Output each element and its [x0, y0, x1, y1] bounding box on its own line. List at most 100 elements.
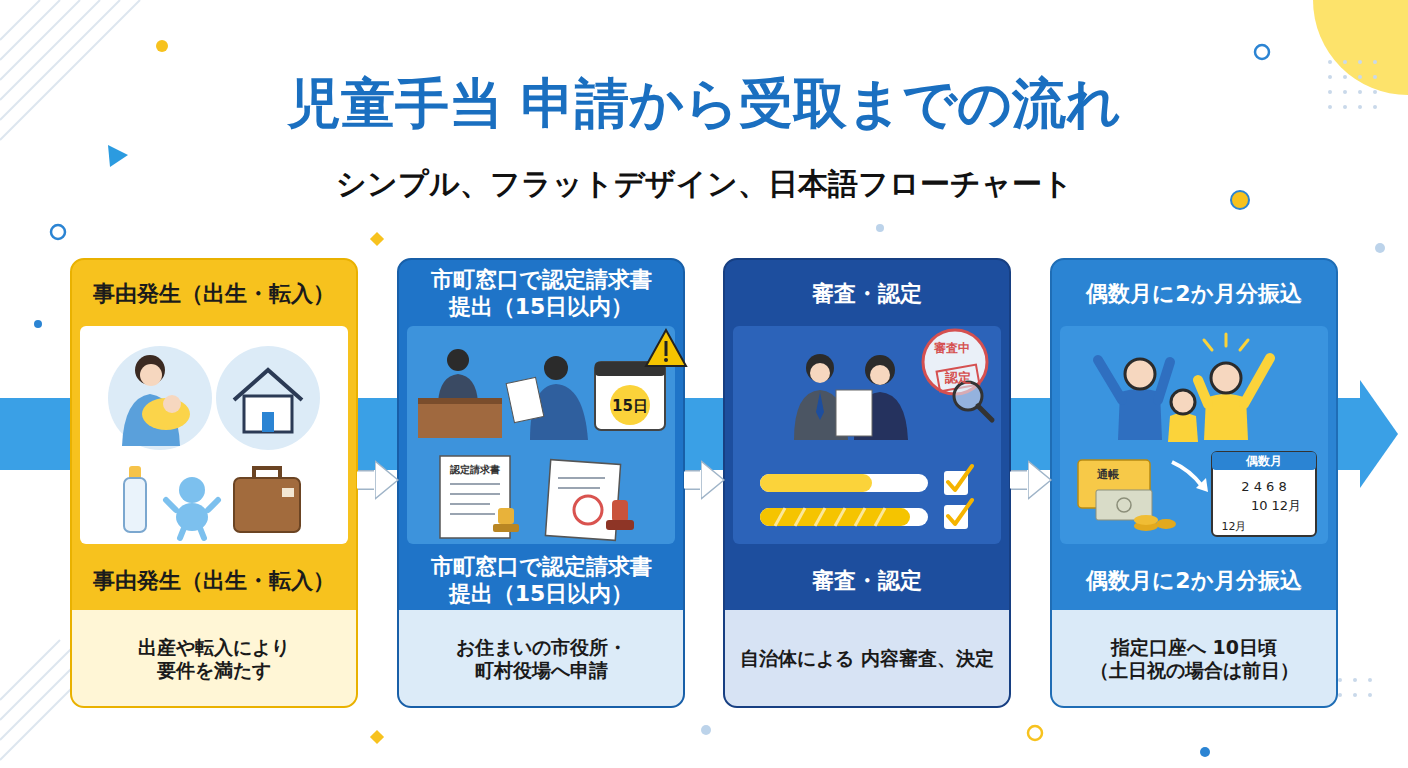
birth-move-illustration [262, 412, 274, 432]
review-illustration [760, 508, 928, 526]
corner-decoration [1358, 75, 1362, 79]
step-heading: 市町窓口で認定請求書 提出（15日以内） [407, 550, 675, 612]
flow-arrow [1010, 472, 1028, 489]
corner-decoration [0, 0, 120, 120]
corner-decoration [1313, 0, 1408, 95]
payment-illustration [1211, 363, 1241, 393]
birth-move-illustration [135, 355, 165, 385]
review-illustration [875, 508, 885, 526]
review-illustration [978, 406, 992, 420]
review-illustration [815, 508, 825, 526]
inner-panels [1060, 326, 1328, 544]
corner-decoration [1358, 105, 1362, 109]
birth-move-illustration [179, 477, 205, 503]
flow-arrow [357, 480, 375, 481]
corner-decoration [876, 224, 884, 232]
corner-decoration [1343, 105, 1347, 109]
payment-illustration [1156, 519, 1176, 529]
review-illustration [760, 474, 928, 492]
corner-decoration [1373, 105, 1377, 109]
corner-decoration [0, 0, 100, 100]
review-illustration [775, 508, 785, 526]
diagram-title: 児童手当 申請から受取までの流れ [0, 72, 1408, 136]
application-illustration [544, 356, 568, 380]
birth-move-illustration [166, 500, 218, 538]
application-illustration [612, 500, 628, 522]
subtitle: シンプル、フラットデザイン、日本語フローチャート [336, 164, 1073, 205]
application-illustration [574, 496, 602, 524]
corner-decoration [1353, 678, 1357, 682]
payment-illustration [1117, 498, 1131, 512]
corner-decoration [1028, 726, 1042, 740]
birth-move-illustration [108, 346, 320, 538]
stamp-text: 認定 [945, 369, 971, 387]
review-illustration [865, 355, 895, 385]
application-illustration [665, 341, 668, 356]
corner-decoration [1375, 243, 1385, 253]
flow-arrow [1011, 470, 1027, 490]
application-illustration [450, 484, 500, 514]
application-illustration [606, 520, 634, 530]
step-heading: 偶数月に2か月分振込 [1060, 550, 1328, 612]
step-heading: 事由発生（出生・転入） [80, 262, 348, 326]
birth-move-illustration [244, 396, 292, 432]
corner-decoration [1373, 75, 1377, 79]
step-heading: 審査・認定 [733, 550, 1001, 612]
step-description: お住まいの市役所・ 町村役場へ申請 [407, 614, 675, 704]
application-illustration [558, 487, 600, 489]
corner-decoration [701, 725, 711, 735]
payment-illustration [1196, 478, 1208, 492]
review-illustration [816, 392, 824, 420]
birth-move-illustration [176, 503, 208, 531]
payment-illustration [1168, 413, 1198, 442]
flow-arrow [358, 470, 374, 490]
review-illustration [795, 508, 805, 526]
application-illustration [418, 330, 686, 540]
flow-arrow [684, 480, 701, 481]
application-illustration [506, 377, 544, 422]
review-illustration [870, 365, 890, 385]
birth-move-illustration [216, 346, 320, 450]
flow-arrow [357, 472, 375, 489]
corner-decoration [1328, 105, 1332, 109]
review-illustration [806, 354, 834, 382]
corner-decoration [1368, 678, 1372, 682]
payment-illustration [1198, 358, 1270, 404]
application-illustration [418, 398, 502, 438]
corner-decoration [1328, 90, 1332, 94]
calendar-months: 12月 [1222, 519, 1247, 534]
corner-decoration [1343, 75, 1347, 79]
step-heading: 事由発生（出生・転入） [80, 550, 348, 612]
corner-decoration [1200, 747, 1210, 757]
payment-illustration [1125, 359, 1155, 389]
birth-move-illustration [234, 478, 300, 532]
application-illustration [498, 508, 514, 524]
corner-decoration [156, 40, 168, 52]
flow-arrow [684, 472, 701, 489]
corner-decoration [1338, 693, 1342, 697]
payment-illustration [1212, 452, 1316, 470]
inner-panels [80, 326, 348, 544]
payment-illustration [1098, 360, 1170, 400]
application-illustration [646, 330, 686, 366]
review-illustration [835, 508, 845, 526]
corner-decoration [0, 0, 80, 80]
payment-illustration [1172, 462, 1202, 486]
corner-decoration [370, 730, 384, 744]
payment-illustration [1078, 334, 1316, 536]
payment-illustration [1134, 515, 1158, 525]
birth-move-illustration [124, 478, 146, 532]
corner-decoration [1353, 693, 1357, 697]
application-illustration [450, 513, 495, 515]
corner-decoration [1368, 693, 1372, 697]
application-illustration [558, 477, 605, 479]
passbook-label: 通帳 [1097, 467, 1119, 482]
corner-decoration [370, 232, 384, 246]
payment-illustration [1212, 452, 1316, 536]
review-illustration [948, 466, 972, 524]
corner-decoration [0, 640, 80, 720]
review-illustration [810, 363, 830, 383]
calendar-day: 15日 [612, 397, 648, 416]
